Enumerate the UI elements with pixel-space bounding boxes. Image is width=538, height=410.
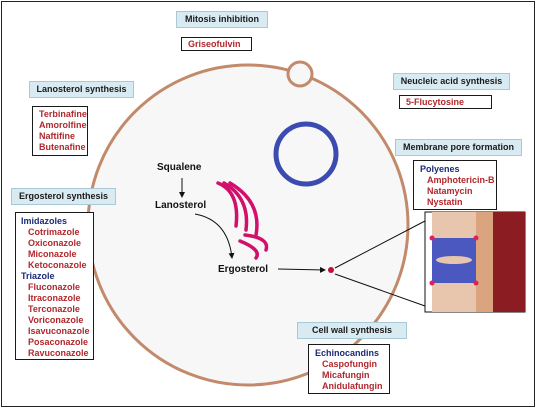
drug-item: Oxiconazole [28, 238, 82, 248]
drug-item: Butenafine [39, 142, 86, 152]
zoom-line [334, 273, 426, 307]
membrane-target-dot [328, 267, 334, 273]
golgi-shape [216, 181, 269, 260]
box-lanosterol-synthesis: Terbinafine Amorolfine Naftifine Butenaf… [32, 106, 88, 156]
box-ergosterol-synthesis: Imidazoles Cotrimazole Oxiconazole Micon… [15, 212, 94, 360]
box-membrane-pore-formation: Polyenes Amphotericin-B Natamycin Nystat… [413, 160, 497, 210]
drug-item: Naftifine [39, 131, 75, 141]
drug-item: Terbinafine [39, 109, 87, 119]
label-lanosterol: Lanosterol [155, 200, 207, 211]
header-mitosis-inhibition: Mitosis inhibition [176, 11, 268, 28]
label-ergosterol: Ergosterol [218, 264, 269, 275]
drug-item: Amphotericin-B [427, 175, 495, 185]
cell-bud [286, 60, 314, 88]
drug-item: Natamycin [427, 186, 473, 196]
drug-item: Ketoconazole [28, 260, 87, 270]
arrow-ergosterol-membrane [277, 266, 326, 273]
drug-item: Anidulafungin [322, 381, 383, 391]
drug-item: Nystatin [427, 197, 463, 207]
drug-class-label: Polyenes [420, 164, 460, 174]
drug-item: Isavuconazole [28, 326, 90, 336]
drug-item: Voriconazole [28, 315, 84, 325]
drug-item: Posaconazole [28, 337, 89, 347]
header-ergosterol-synthesis: Ergosterol synthesis [11, 188, 116, 205]
header-cell-wall-synthesis: Cell wall synthesis [297, 322, 407, 339]
header-membrane-pore-formation: Membrane pore formation [395, 139, 522, 156]
drug-class-label: Triazole [21, 271, 55, 281]
drug-item: Fluconazole [28, 282, 81, 292]
drug-item: 5-Flucytosine [406, 97, 465, 107]
label-squalene: Squalene [157, 162, 202, 173]
nucleus-shape [273, 121, 339, 187]
header-nucleic-acid-synthesis: Neucleic acid synthesis [393, 73, 510, 90]
drug-item: Amorolfine [39, 120, 87, 130]
membrane-inset [424, 211, 526, 313]
box-mitosis-inhibition: Griseofulvin [181, 37, 252, 51]
drug-item: Ravuconazole [28, 348, 89, 358]
header-lanosterol-synthesis: Lanosterol synthesis [29, 81, 134, 98]
drug-item: Griseofulvin [188, 39, 241, 49]
drug-item: Itraconazole [28, 293, 81, 303]
drug-item: Micafungin [322, 370, 370, 380]
drug-class-label: Imidazoles [21, 216, 68, 226]
drug-item: Miconazole [28, 249, 77, 259]
drug-item: Terconazole [28, 304, 80, 314]
drug-item: Caspofungin [322, 359, 377, 369]
drug-item: Cotrimazole [28, 227, 80, 237]
box-cell-wall-synthesis: Echinocandins Caspofungin Micafungin Ani… [308, 344, 390, 394]
arrow-lanosterol-ergosterol [194, 213, 235, 259]
drug-class-label: Echinocandins [315, 348, 380, 358]
box-nucleic-acid-synthesis: 5-Flucytosine [399, 95, 492, 109]
zoom-line [334, 220, 426, 269]
